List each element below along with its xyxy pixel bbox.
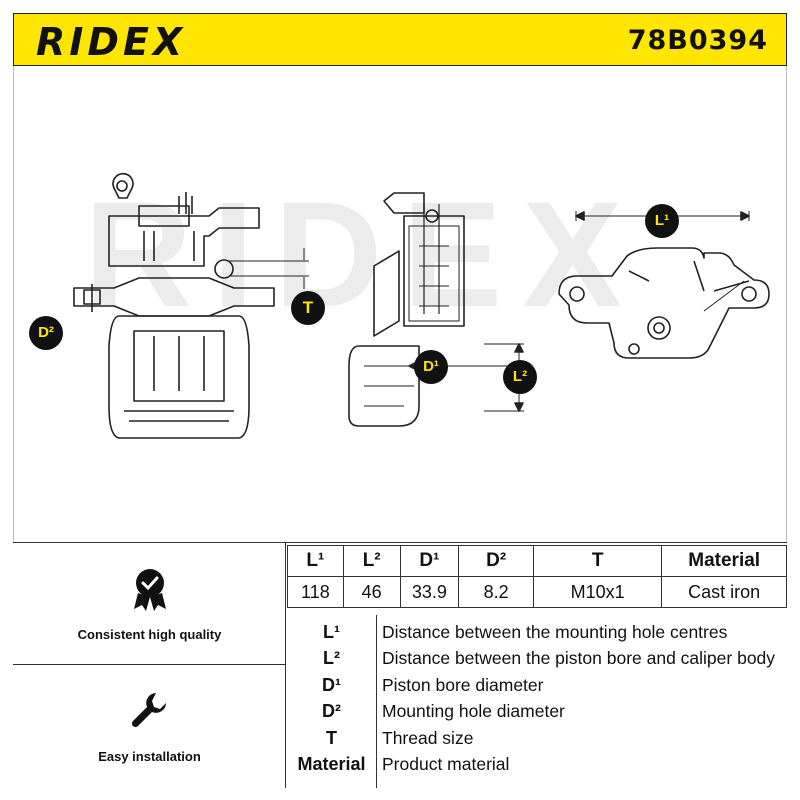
spec-header-d1: D¹ [399,545,460,577]
checkmark-badge-icon [133,569,166,611]
legend-key: Material [297,754,366,774]
legend-key: L¹ [323,622,340,642]
badge-panel: Consistent high quality Easy installatio… [13,543,286,788]
caliper-drawing-svg: RIDEX [73,170,770,439]
spec-header-row: L¹ L² D¹ D² T Material [287,545,787,577]
spec-value-d2: 8.2 [458,576,534,608]
spec-value-l1: 118 [287,576,344,608]
dimension-l1-callout: L¹ [645,204,679,238]
info-section: Consistent high quality Easy installatio… [13,542,787,788]
spec-table: L¹ L² D¹ D² T Material 118 46 33.9 8.2 M… [287,545,787,608]
legend-row: L¹ Distance between the mounting hole ce… [287,619,787,645]
caliper-side-view [558,211,770,359]
legend-row: L² Distance between the piston bore and … [287,645,787,671]
technical-drawing: RIDEX [13,66,787,542]
header-bar: RIDEX 78B0394 [13,13,787,66]
installation-badge-label: Easy installation [98,749,201,764]
dimension-l2-callout: L² [503,360,537,394]
legend-description: Product material [382,754,510,774]
caliper-front-view [73,172,309,439]
legend-description: Piston bore diameter [382,675,544,695]
spec-value-material: Cast iron [661,576,787,608]
watermark-text: RIDEX [84,170,642,338]
legend-key: L² [323,648,340,668]
spec-value-row: 118 46 33.9 8.2 M10x1 Cast iron [287,576,787,608]
installation-badge: Easy installation [13,665,286,787]
spec-header-l2: L² [342,545,401,577]
spec-header-d2: D² [458,545,534,577]
legend-description: Thread size [382,728,474,748]
legend-key: D² [322,701,341,721]
dimension-legend: L¹ Distance between the mounting hole ce… [287,615,787,788]
spec-value-d1: 33.9 [399,576,460,608]
legend-description: Mounting hole diameter [382,701,565,721]
spec-header-material: Material [661,545,787,577]
legend-description: Distance between the piston bore and cal… [382,648,776,668]
part-number: 78B0394 [627,25,768,56]
brand-logo: RIDEX [36,20,187,64]
legend-key: D¹ [322,675,341,695]
legend-description: Distance between the mounting hole centr… [382,622,728,642]
legend-row: Material Product material [287,751,787,777]
legend-key: T [326,728,337,748]
spec-value-l2: 46 [342,576,401,608]
quality-badge-label: Consistent high quality [77,627,222,642]
legend-row: D² Mounting hole diameter [287,698,787,724]
wrench-icon [131,693,166,728]
spec-header-l1: L¹ [287,545,344,577]
spec-header-t: T [532,545,663,577]
legend-row: T Thread size [287,725,787,751]
spec-value-t: M10x1 [532,576,663,608]
legend-row: D¹ Piston bore diameter [287,672,787,698]
dimension-d2-callout: D² [29,316,63,350]
dimension-t-callout: T [291,291,325,325]
legend-divider [376,615,377,788]
quality-badge: Consistent high quality [13,543,286,665]
dimension-d1-callout: D¹ [414,350,448,384]
